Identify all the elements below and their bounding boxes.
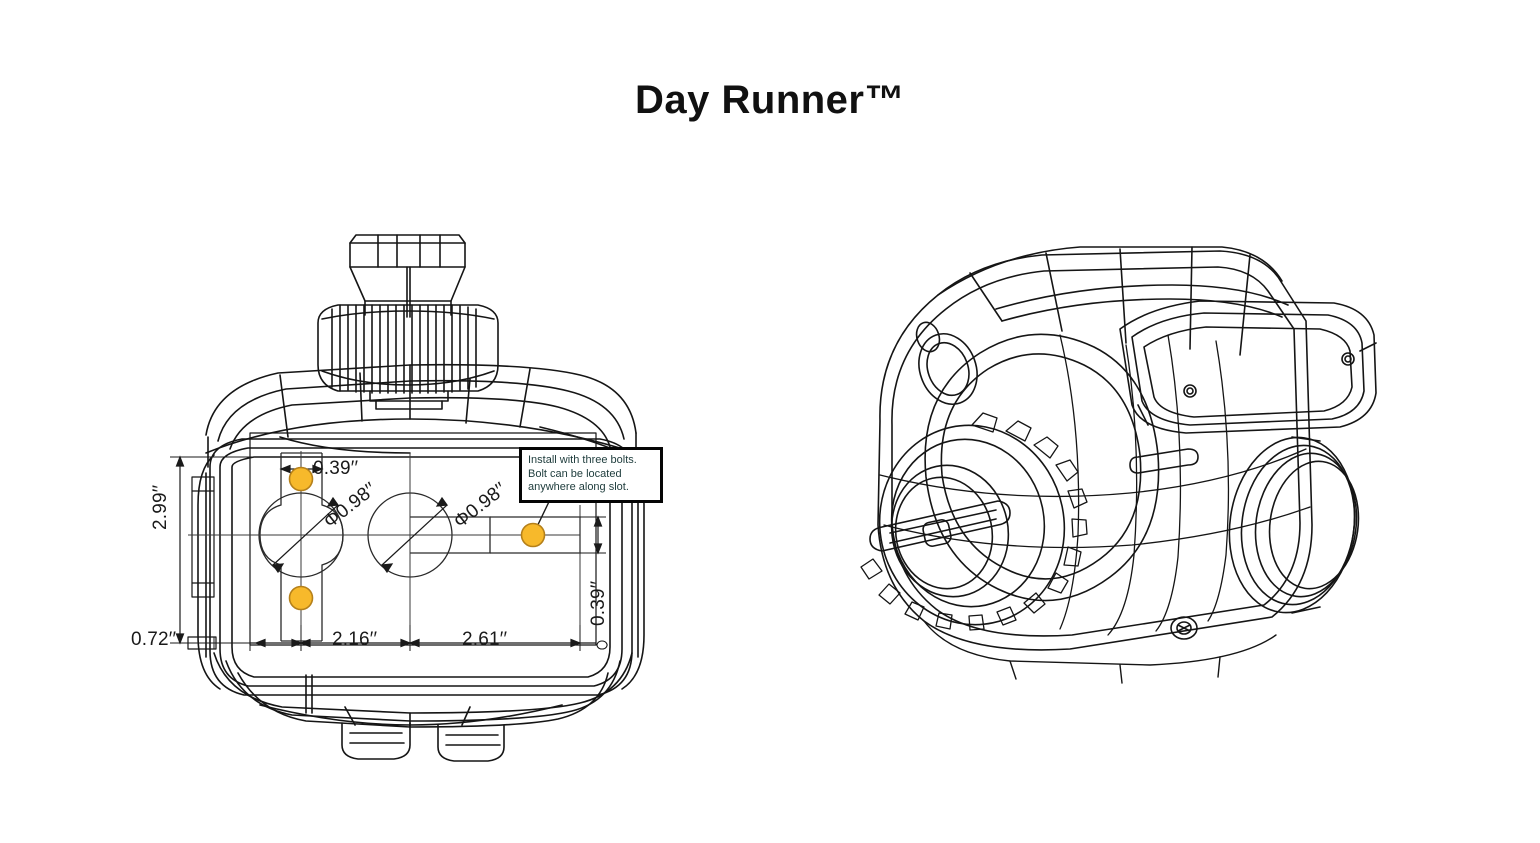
callout-line-2: Bolt can be located [528, 467, 622, 480]
front-elevation-view [170, 234, 645, 762]
dimension-label-bolt-offset-top: 0.39′′ [313, 458, 359, 479]
callout-box: Install with three bolts. Bolt can be lo… [519, 447, 663, 503]
iso-outlet-port [1228, 436, 1360, 614]
knurled-collar [317, 304, 499, 410]
iso-dial-face-ring [918, 333, 1160, 602]
front-view-outline [187, 234, 645, 762]
dimension-label-left-edge-offset: 0.72′′ [131, 629, 177, 650]
bolt-markers [288, 466, 546, 611]
main-body-outline [209, 438, 633, 696]
front-face-panel [249, 432, 597, 646]
dimension-label-slot-offset-right: 0.39′′ [588, 580, 609, 626]
bolt-marker-bottom [288, 585, 314, 611]
dimension-label-slot-center-right: 2.61′′ [462, 629, 508, 650]
page-title: Day Runner™ [635, 78, 905, 122]
bolt-marker-slot [520, 522, 546, 548]
side-detail-right [596, 640, 608, 650]
callout-line-3: anywhere along slot. [528, 481, 629, 493]
bottom-skirt [213, 652, 633, 728]
iso-bottom-screw [1170, 616, 1198, 640]
mounting-tab-left [187, 476, 217, 650]
outlet-ports [305, 674, 505, 762]
iso-display-panel [1119, 300, 1377, 434]
iso-knurled-dial [860, 412, 1088, 631]
dimension-label-slot-center-left: 2.16′′ [332, 629, 378, 650]
isometric-view [860, 246, 1377, 684]
iso-body-envelope [877, 250, 1313, 651]
callout-line-1: Install with three bolts. [528, 454, 637, 466]
iso-lower-skirt [923, 620, 1277, 684]
dimension-label-height-overall: 2.99′′ [150, 484, 171, 530]
iso-top-surface [937, 246, 1289, 356]
page-title-block: Day Runner™ [0, 80, 1540, 120]
bolt-marker-top [288, 466, 314, 492]
iso-side-pin [1129, 448, 1199, 474]
